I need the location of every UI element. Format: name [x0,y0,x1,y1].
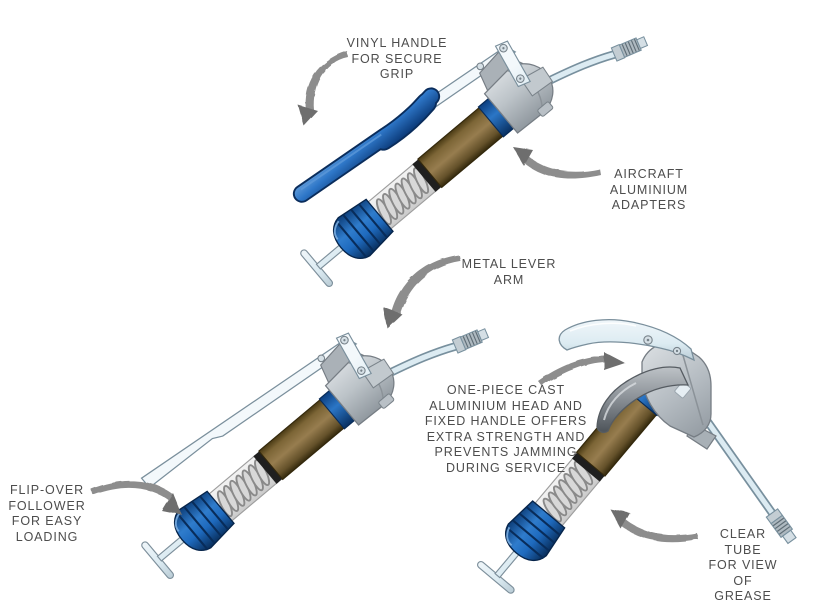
callout-vinyl-handle: VINYL HANDLE FOR SECURE GRIP [346,36,448,82]
arrow-one-piece-head-icon [538,352,625,386]
vinyl-handle [292,87,441,203]
trigger-lever [558,318,696,362]
fixed-handle [596,366,690,434]
lever-grease-gun-bottom-left [138,247,493,583]
callout-flip-over-follower: FLIP-OVER FOLLOWER FOR EASY LOADING [8,483,86,544]
arrow-metal-lever-icon [383,255,460,328]
pistol-grip-grease-gun [473,318,797,597]
arrow-flip-over-icon [91,480,182,515]
arrow-vinyl-handle-icon [298,51,348,126]
cast-aluminium-head [641,341,717,450]
arrow-aircraft-adapters-icon [513,147,601,179]
delivery-tube [693,403,797,545]
callout-clear-tube: CLEAR TUBE FOR VIEW OF GREASE [708,527,778,604]
lever-grease-gun-top [292,0,652,291]
callout-metal-lever-arm: METAL LEVER ARM [461,257,557,287]
callout-one-piece-head: ONE-PIECE CAST ALUMINIUM HEAD AND FIXED … [424,383,588,475]
arrow-clear-tube-icon [610,509,698,542]
callout-aircraft-adapters: AIRCRAFT ALUMINIUM ADAPTERS [609,167,689,213]
